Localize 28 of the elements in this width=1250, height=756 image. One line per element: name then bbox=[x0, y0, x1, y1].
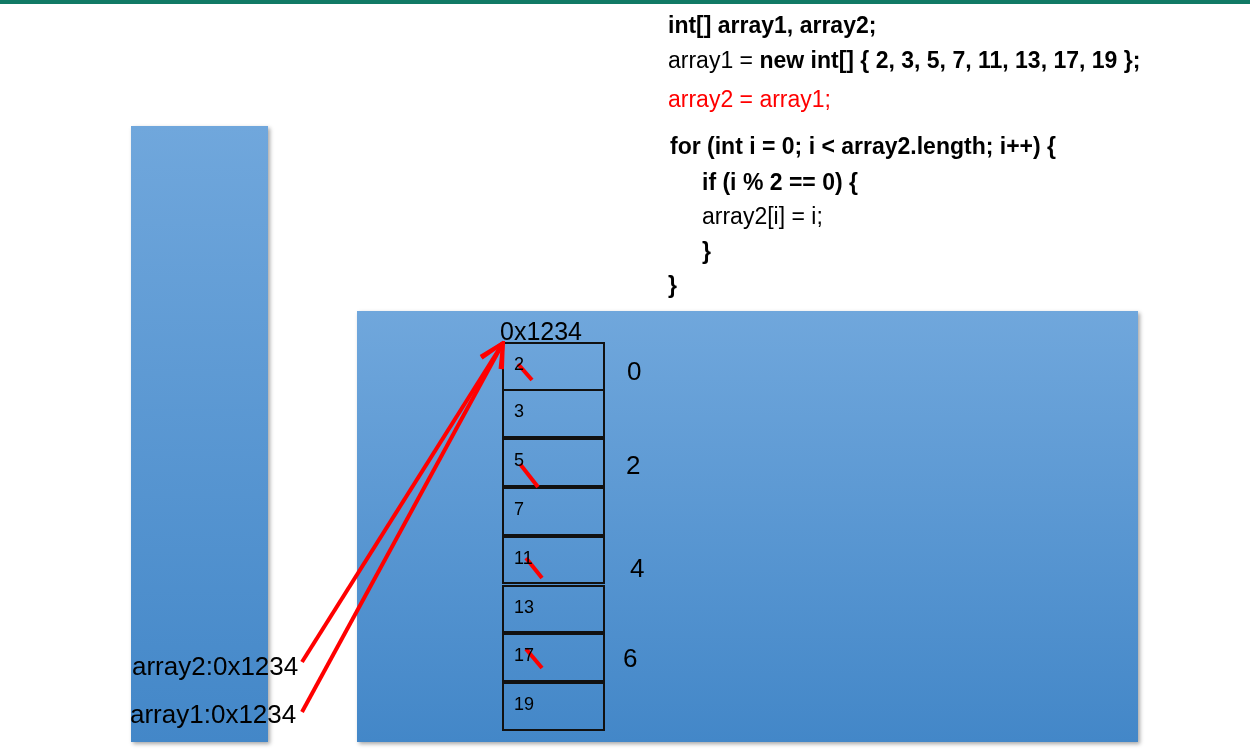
code-line: int[] array1, array2; bbox=[668, 12, 877, 39]
code-line: array1 = new int[] { 2, 3, 5, 7, 11, 13, 17, 19 }; bbox=[668, 47, 1141, 74]
index-label: 0 bbox=[627, 356, 642, 387]
code-line: } bbox=[702, 238, 711, 265]
code-line: } bbox=[668, 272, 677, 299]
array-cell bbox=[502, 633, 605, 683]
array-value: 13 bbox=[514, 596, 535, 618]
heap-memory-block bbox=[357, 311, 1138, 742]
array-cell bbox=[502, 535, 605, 585]
array-value: 5 bbox=[514, 449, 524, 471]
index-label: 4 bbox=[630, 553, 645, 584]
code-line: for (int i = 0; i < array2.length; i++) { bbox=[670, 133, 1056, 160]
array-cell bbox=[502, 437, 605, 487]
code-line: array2 = array1; bbox=[668, 86, 831, 113]
array-value: 3 bbox=[514, 400, 524, 422]
array-value: 19 bbox=[514, 694, 535, 716]
index-label: 6 bbox=[623, 643, 638, 674]
code-line: if (i % 2 == 0) { bbox=[702, 169, 858, 196]
array-cell bbox=[502, 584, 605, 634]
array-value: 7 bbox=[514, 498, 524, 520]
array-cell bbox=[502, 388, 605, 438]
array-cell bbox=[502, 682, 605, 732]
code-line: array2[i] = i; bbox=[702, 203, 823, 230]
array-cell bbox=[502, 486, 605, 536]
index-label: 2 bbox=[626, 450, 641, 481]
array-value: 11 bbox=[514, 547, 533, 569]
address-label: 0x1234 bbox=[500, 318, 583, 344]
array-cell bbox=[502, 342, 605, 391]
